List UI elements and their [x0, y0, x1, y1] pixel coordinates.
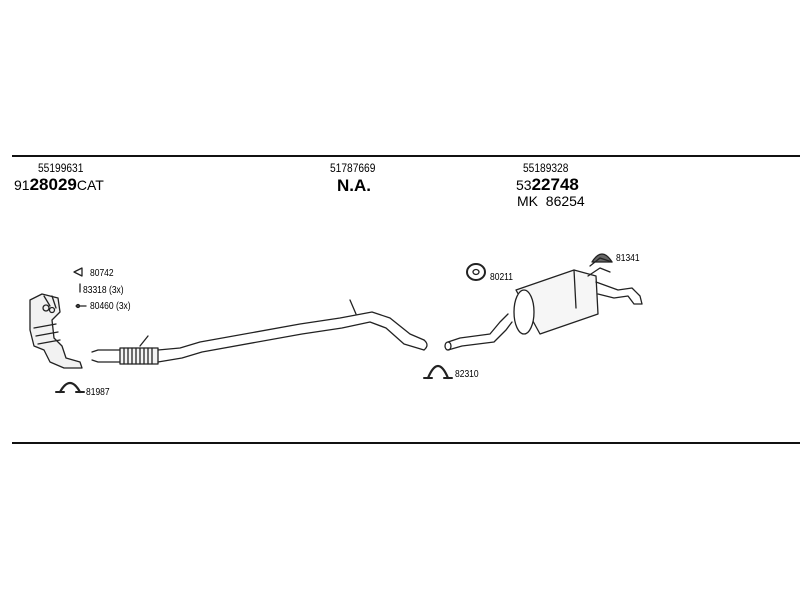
part-suffix-front: CAT [76, 177, 104, 193]
part-main-front: 28029 [29, 175, 77, 194]
label-82310: 82310 [455, 369, 479, 380]
ref-number-front: 55199631 [38, 161, 84, 175]
clamp-icon-82310 [423, 364, 453, 380]
front-pipe [91, 299, 428, 365]
mk-main: 86254 [545, 193, 585, 209]
top-rule [12, 155, 800, 157]
label-81341: 81341 [616, 253, 640, 264]
part-number-rear: 5322748 [516, 176, 579, 194]
part-prefix-front: 91 [14, 177, 30, 193]
bottom-rule [12, 442, 800, 444]
label-81987: 81987 [86, 387, 110, 398]
part-prefix-rear: 53 [516, 177, 532, 193]
label-83318: 83318 (3x) [83, 285, 124, 296]
ref-number-rear: 55189328 [523, 161, 569, 175]
na-middle: N.A. [337, 176, 371, 195]
label-80742: 80742 [90, 268, 114, 279]
part-number-front: 9128029CAT [14, 176, 104, 194]
part-main-rear: 22748 [531, 175, 579, 194]
hanger-icon-80211 [466, 263, 486, 281]
rear-muffler [444, 257, 643, 351]
nut-icon-80460 [75, 303, 87, 309]
label-80460: 80460 (3x) [90, 301, 131, 312]
catalytic-converter [29, 293, 83, 369]
mk-number-rear: MK 86254 [517, 194, 585, 208]
ref-number-middle: 51787669 [330, 161, 376, 175]
label-80211: 80211 [490, 272, 514, 283]
clamp-icon-81987 [55, 381, 85, 394]
mk-prefix: MK [517, 193, 538, 209]
gasket-icon-80742 [73, 267, 83, 277]
